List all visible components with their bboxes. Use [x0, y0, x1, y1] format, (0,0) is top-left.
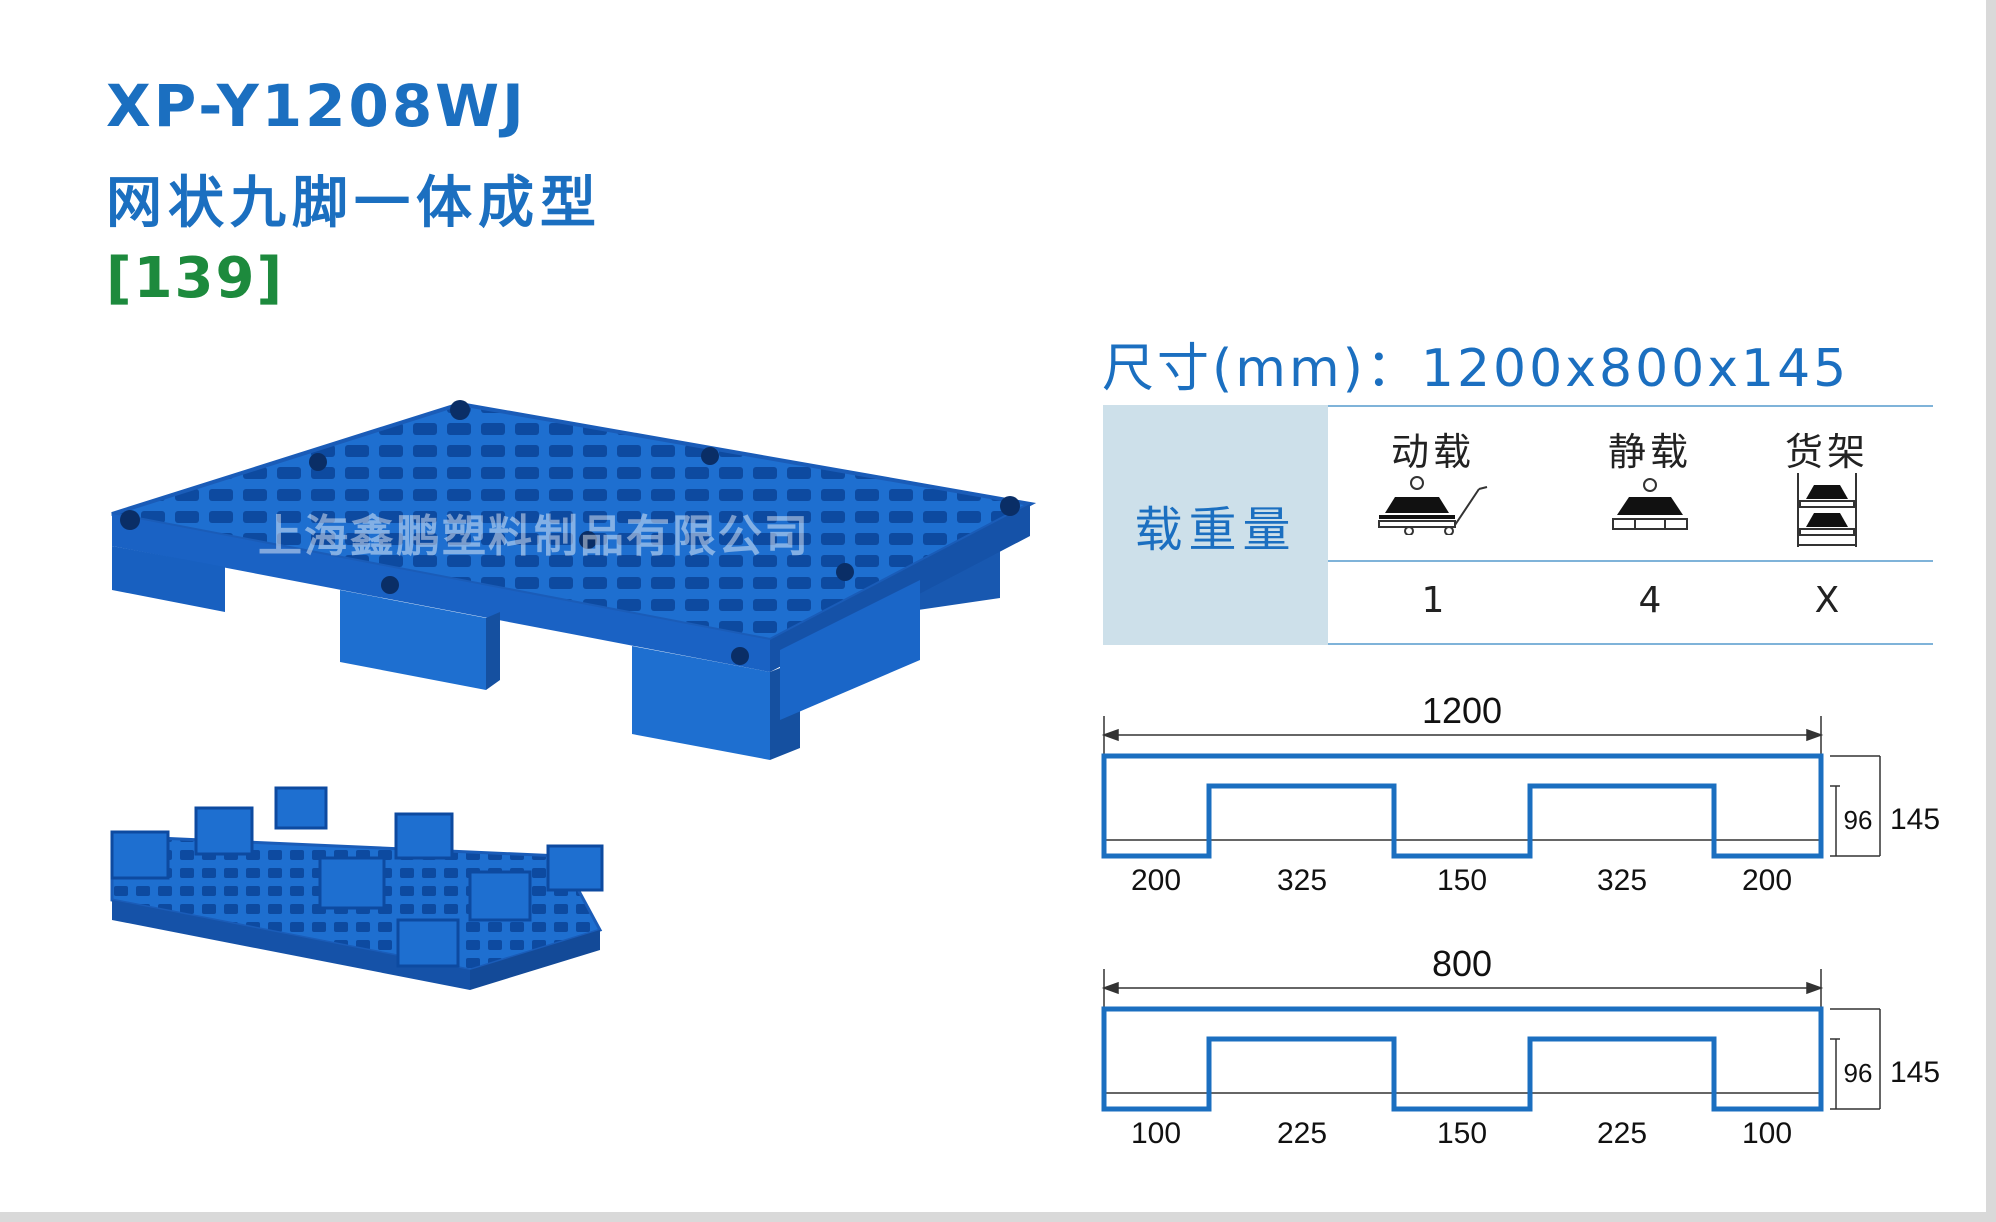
dim-segment: 200: [1131, 864, 1181, 897]
dim-segment: 200: [1742, 864, 1792, 897]
load-label: 货架: [1784, 430, 1869, 474]
product-model: XP-Y1208WJ: [106, 72, 527, 140]
dim-height-total: 145: [1890, 1056, 1940, 1089]
load-value: 1: [1421, 580, 1445, 621]
size-spec: 尺寸(mm)：1200x800x145: [1102, 339, 1850, 399]
dim-height-total: 145: [1890, 803, 1940, 836]
load-value: 4: [1638, 580, 1662, 621]
pallet-illustrations: [110, 400, 1037, 990]
dim-segment: 325: [1277, 864, 1327, 897]
dynamic-load-icon: [1378, 476, 1488, 535]
dim-height-inner: 96: [1844, 1058, 1873, 1088]
dim-segment: 100: [1742, 1117, 1792, 1150]
dim-segment: 225: [1597, 1117, 1647, 1150]
load-label: 静载: [1607, 430, 1692, 474]
dim-total: 1200: [1422, 690, 1502, 731]
load-table: 载重量 动载 1 静载 4 货架: [1103, 405, 1933, 645]
dim-segment: 100: [1131, 1117, 1181, 1150]
watermark: 上海鑫鹏塑料制品有限公司: [258, 511, 810, 562]
load-label: 动载: [1390, 430, 1475, 474]
dim-segment: 325: [1597, 864, 1647, 897]
load-value: X: [1814, 580, 1840, 621]
dim-segment: 225: [1277, 1117, 1327, 1150]
rack-load-icon: [1797, 473, 1857, 547]
pallet-profile-long: [1101, 753, 1824, 859]
pallet-top-view: [111, 400, 1037, 760]
product-code: [139]: [106, 246, 285, 311]
pallet-profile-short: [1101, 1006, 1824, 1112]
product-name: 网状九脚一体成型: [106, 171, 602, 236]
dim-total: 800: [1432, 943, 1492, 984]
static-load-icon: [1612, 478, 1688, 530]
dimension-diagram-short: 800 96 145 100 225 150 225 100: [1101, 943, 1940, 1150]
dim-segment: 150: [1437, 1117, 1487, 1150]
dim-segment: 150: [1437, 864, 1487, 897]
load-table-header: 载重量: [1103, 405, 1328, 645]
dimension-diagram-long: 1200 96 145 200 325 150 325 200: [1101, 690, 1940, 897]
pallet-bottom-view: [110, 786, 604, 990]
dim-height-inner: 96: [1844, 805, 1873, 835]
